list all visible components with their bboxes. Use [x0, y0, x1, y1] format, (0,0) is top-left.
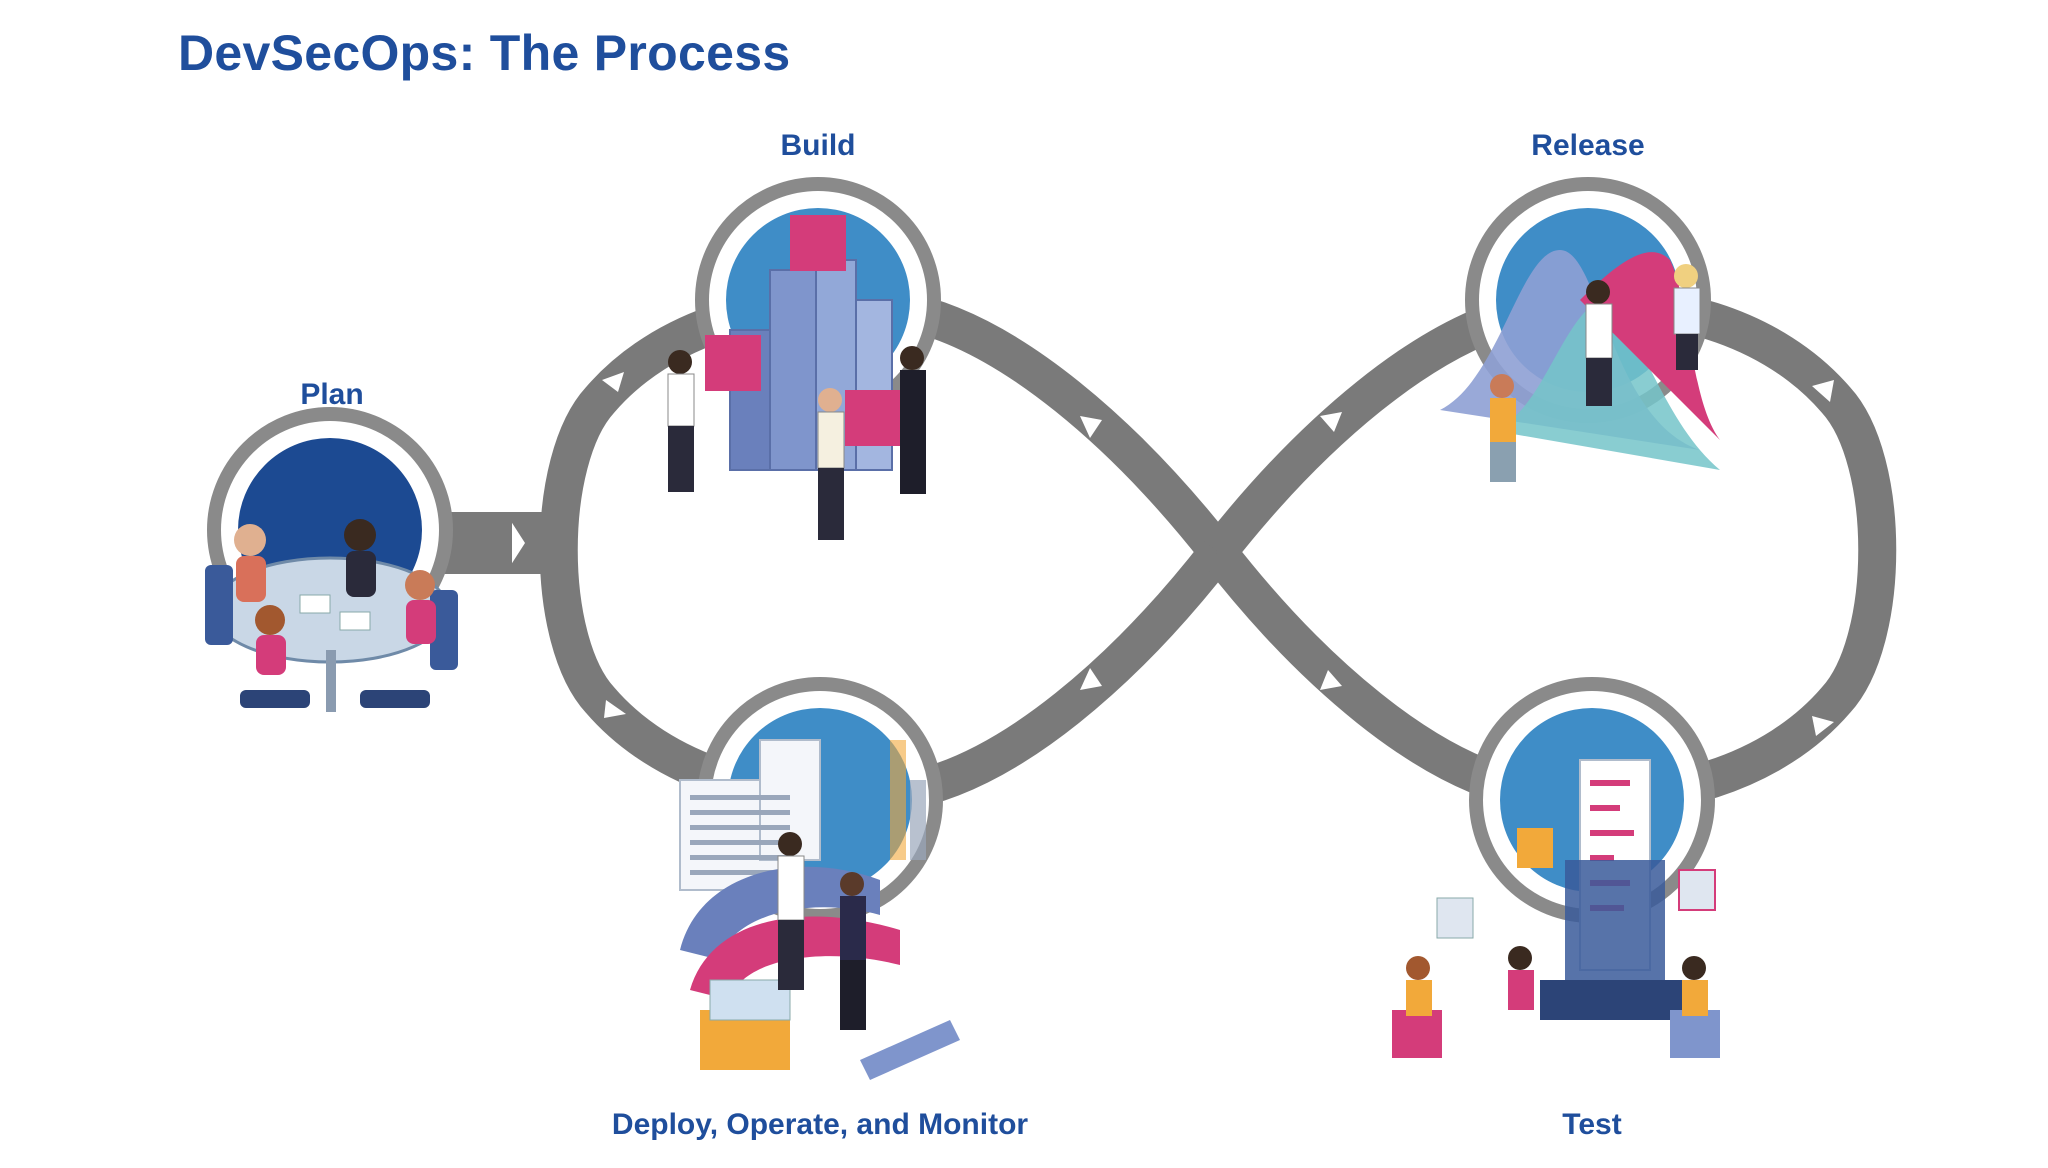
plan-illustration: [205, 519, 458, 712]
stage-label-test: Test: [1562, 1108, 1622, 1141]
test-illustration: [1392, 759, 1720, 1058]
release-illustration: [1440, 250, 1720, 482]
stage-label-plan: Plan: [300, 378, 364, 411]
chevron-icon: [1320, 670, 1342, 690]
loop-chevrons: [602, 372, 1834, 736]
chevron-icon: [604, 700, 626, 718]
page-title: DevSecOps: The Process: [178, 25, 791, 81]
stage-label-deploy: Deploy, Operate, and Monitor: [611, 1108, 1029, 1141]
stage-label-release: Release: [1531, 129, 1645, 162]
chevron-icon: [1320, 412, 1342, 432]
chevron-icon: [602, 372, 624, 392]
chevron-icon: [1080, 416, 1102, 438]
chevron-icon: [1080, 668, 1102, 690]
stage-label-build: Build: [780, 129, 856, 162]
chevron-icon: [1812, 716, 1834, 736]
plan-connector-arrow: [440, 512, 565, 574]
build-illustration: [667, 215, 926, 540]
deploy-illustration: [679, 739, 960, 1080]
chevron-icon: [1812, 380, 1834, 402]
